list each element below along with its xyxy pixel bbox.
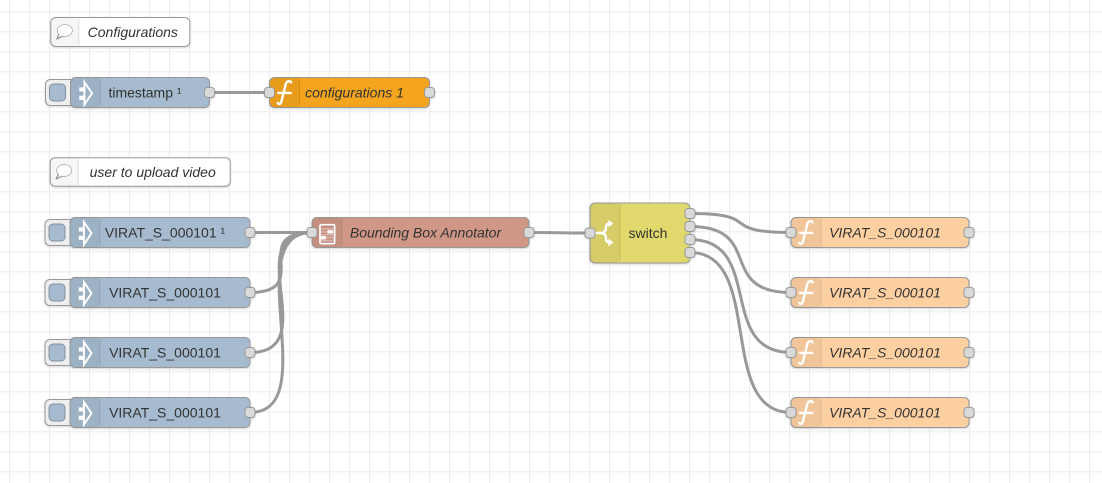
svg-text:Bounding Box Annotator: Bounding Box Annotator (350, 225, 503, 241)
svg-text:user to upload video: user to upload video (90, 164, 216, 180)
svg-text:configurations 1: configurations 1 (305, 85, 404, 101)
svg-text:VIRAT_S_000101: VIRAT_S_000101 (829, 405, 941, 421)
svg-text:VIRAT_S_000101: VIRAT_S_000101 (829, 225, 941, 241)
svg-text:switch: switch (629, 225, 668, 241)
svg-text:VIRAT_S_000101 ¹: VIRAT_S_000101 ¹ (105, 225, 226, 241)
svg-text:timestamp ¹: timestamp ¹ (108, 85, 181, 101)
svg-text:VIRAT_S_000101: VIRAT_S_000101 (109, 285, 221, 301)
svg-text:VIRAT_S_000101: VIRAT_S_000101 (109, 345, 221, 361)
svg-text:VIRAT_S_000101: VIRAT_S_000101 (109, 405, 221, 421)
svg-text:Configurations: Configurations (88, 24, 178, 40)
svg-text:VIRAT_S_000101: VIRAT_S_000101 (829, 285, 941, 301)
svg-text:VIRAT_S_000101: VIRAT_S_000101 (829, 345, 941, 361)
